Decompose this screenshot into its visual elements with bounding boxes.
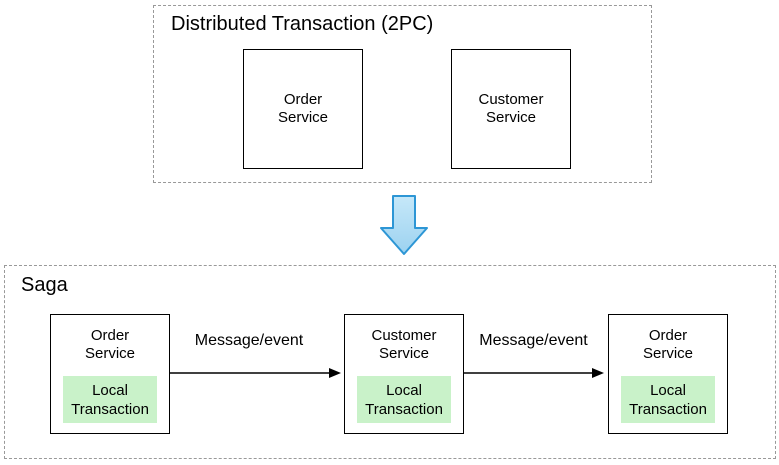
saga-step-order-service-2: Order Service Local Transaction bbox=[608, 314, 728, 434]
local-transaction-label: Local Transaction bbox=[71, 381, 149, 418]
local-transaction-label: Local Transaction bbox=[629, 381, 707, 418]
message-event-label-1: Message/event bbox=[194, 332, 304, 349]
local-transaction-label: Local Transaction bbox=[365, 381, 443, 418]
arrow-head-icon bbox=[329, 368, 341, 378]
distributed-transaction-group: Distributed Transaction (2PC) Order Serv… bbox=[153, 5, 652, 183]
distributed-transaction-title: Distributed Transaction (2PC) bbox=[171, 13, 434, 35]
message-event-label-2: Message/event bbox=[479, 332, 588, 349]
local-transaction-box: Local Transaction bbox=[63, 376, 157, 423]
node-label: Customer Service bbox=[478, 91, 544, 126]
down-arrow-shape bbox=[380, 195, 428, 255]
local-transaction-box: Local Transaction bbox=[621, 376, 715, 423]
node-label: Order Service bbox=[642, 327, 694, 362]
node-label: Order Service bbox=[84, 327, 136, 362]
saga-title: Saga bbox=[21, 274, 68, 296]
message-arrow-1 bbox=[169, 368, 341, 378]
saga-step-customer-service: Customer Service Local Transaction bbox=[344, 314, 464, 434]
down-arrow-icon bbox=[380, 195, 428, 255]
saga-group: Saga Order Service Local Transaction Cus… bbox=[4, 265, 776, 459]
saga-step-order-service-1: Order Service Local Transaction bbox=[50, 314, 170, 434]
local-transaction-box: Local Transaction bbox=[357, 376, 451, 423]
node-label: Customer Service bbox=[371, 327, 437, 362]
arrow-head-icon bbox=[592, 368, 604, 378]
node-order-service-2pc: Order Service bbox=[243, 49, 363, 169]
node-label: Order Service bbox=[277, 91, 329, 126]
message-arrow-2 bbox=[463, 368, 604, 378]
node-customer-service-2pc: Customer Service bbox=[451, 49, 571, 169]
